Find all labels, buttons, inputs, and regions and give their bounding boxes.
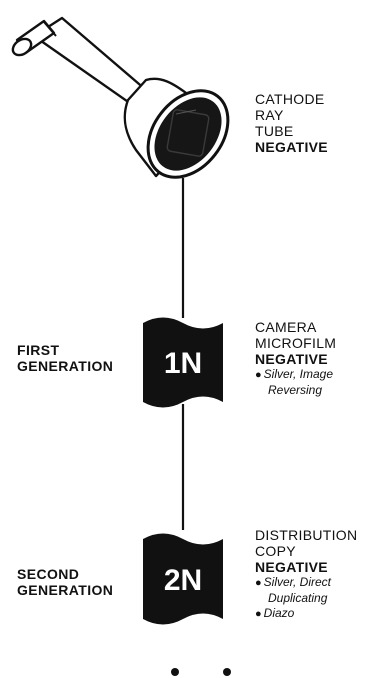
- continuation-dot-1: [171, 668, 179, 676]
- crt-label-line: TUBE: [255, 123, 328, 139]
- bullet-text: Silver, Direct: [264, 575, 331, 589]
- camera-microfilm-label: CAMERA MICROFILM NEGATIVE ●Silver, Image…: [255, 319, 336, 398]
- distribution-copy-label: DISTRIBUTION COPY NEGATIVE ●Silver, Dire…: [255, 527, 357, 622]
- continuation-dot-2: [223, 668, 231, 676]
- bullet-item: ●Silver, Image Reversing: [255, 367, 336, 398]
- camera-label-negative: NEGATIVE: [255, 351, 336, 367]
- first-generation-line: FIRST: [17, 342, 113, 358]
- bullet-text: Silver, Image: [264, 367, 333, 381]
- crt-label-line: RAY: [255, 107, 328, 123]
- crt-label-negative: NEGATIVE: [255, 139, 328, 155]
- film-1n-label: 1N: [164, 347, 202, 380]
- bullet-text: Duplicating: [255, 591, 357, 606]
- first-generation-line: GENERATION: [17, 358, 113, 374]
- bullet-item: ●Silver, Direct Duplicating: [255, 575, 357, 606]
- bullet-icon: ●: [255, 577, 262, 589]
- bullet-item: ●Diazo: [255, 606, 357, 622]
- cathode-ray-tube-icon: [10, 18, 245, 193]
- bullet-icon: ●: [255, 608, 262, 620]
- second-generation-line: GENERATION: [17, 582, 113, 598]
- distribution-label-negative: NEGATIVE: [255, 559, 357, 575]
- distribution-label-line: DISTRIBUTION: [255, 527, 357, 543]
- crt-label-line: CATHODE: [255, 91, 328, 107]
- distribution-label-line: COPY: [255, 543, 357, 559]
- bullet-text: Diazo: [264, 606, 295, 620]
- second-generation-line: SECOND: [17, 566, 113, 582]
- bullet-icon: ●: [255, 369, 262, 381]
- bullet-text: Reversing: [255, 383, 336, 398]
- camera-label-line: MICROFILM: [255, 335, 336, 351]
- second-generation-label: SECOND GENERATION: [17, 566, 113, 598]
- camera-label-line: CAMERA: [255, 319, 336, 335]
- crt-negative-label: CATHODE RAY TUBE NEGATIVE: [255, 91, 328, 155]
- first-generation-label: FIRST GENERATION: [17, 342, 113, 374]
- film-2n-label: 2N: [164, 564, 202, 597]
